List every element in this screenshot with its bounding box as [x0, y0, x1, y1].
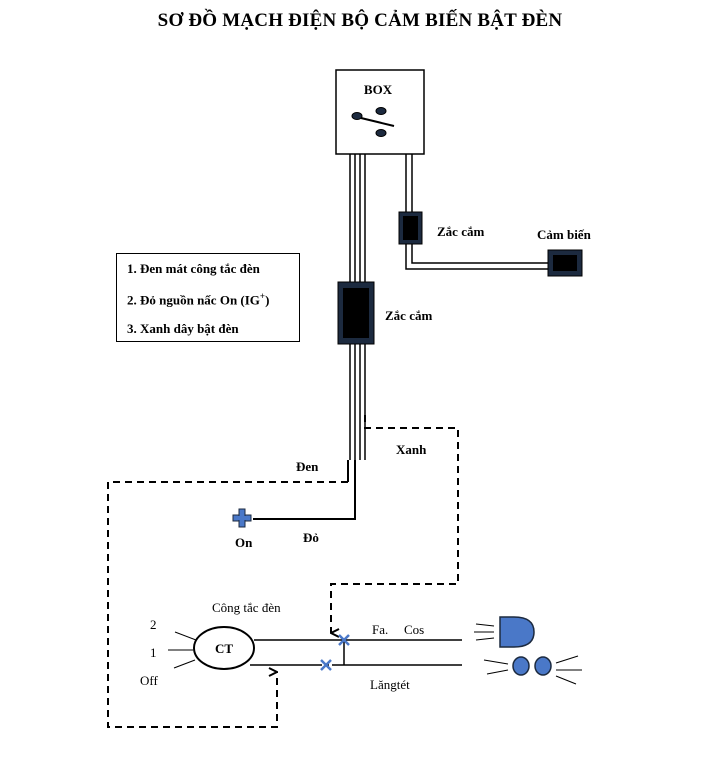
main-connector-label: Zắc cắm	[385, 308, 432, 323]
legend-item-2-close: )	[265, 292, 270, 308]
legend-item-1-text: 1. Đen mát công tắc đèn	[127, 261, 260, 276]
switch-pos-off: Off	[140, 673, 158, 688]
parking-lamp-icon	[483, 655, 582, 685]
junction-x-icon	[320, 659, 332, 671]
relay-switch-arm	[360, 117, 395, 127]
switch-position-ticks	[168, 631, 197, 669]
legend-item-2-sup: +	[259, 291, 266, 301]
sensor-label: Cảm biến	[537, 227, 592, 242]
upper-connector-label: Zắc cắm	[437, 224, 484, 239]
power-label: On	[235, 535, 253, 550]
switch-ct-label: CT	[215, 641, 233, 656]
lamp-cos-label: Cos	[404, 622, 424, 637]
sensor-wire	[405, 154, 551, 270]
legend-item-3: 3. Xanh dây bật đèn	[127, 322, 299, 352]
legend-item-1: 1. Đen mát công tắc đèn	[127, 262, 299, 292]
output-wires	[349, 344, 366, 460]
switch-title: Công tắc đèn	[212, 600, 281, 615]
lamp-fa-label: Fa.	[372, 622, 388, 637]
upper-connector	[398, 211, 423, 245]
relay-contact-icon	[375, 129, 387, 137]
switch-pos-1: 1	[150, 645, 157, 660]
sensor	[547, 249, 583, 277]
wire-legend: 1. Đen mát công tắc đèn 2. Đỏ nguồn nấc …	[116, 253, 300, 342]
lamp-langtet-label: Lăngtét	[370, 677, 410, 692]
red-wire-label: Đỏ	[303, 530, 319, 545]
legend-item-3-text: 3. Xanh dây bật đèn	[127, 321, 239, 336]
main-connector	[337, 281, 375, 345]
box-label: BOX	[364, 82, 393, 97]
switch-pos-2: 2	[150, 617, 157, 632]
black-wire-label: Đen	[296, 459, 319, 474]
red-wire	[253, 460, 356, 520]
page-title: SƠ ĐỒ MẠCH ĐIỆN BỘ CẢM BIẾN BẬT ĐÈN	[157, 10, 563, 31]
legend-item-2: 2. Đỏ nguồn nấc On (IG+)	[127, 292, 299, 322]
black-wire	[107, 460, 349, 728]
lamp-lines	[250, 639, 462, 666]
relay-contact-icon	[351, 112, 363, 120]
relay-box: BOX	[335, 69, 425, 155]
legend-item-2-text: 2. Đỏ nguồn nấc On (IG	[127, 292, 260, 308]
green-wire	[330, 415, 459, 633]
light-switch	[193, 626, 255, 670]
junction-x-icon	[338, 634, 350, 646]
wire-bundle	[349, 154, 366, 285]
relay-contact-icon	[375, 107, 387, 115]
plus-icon	[232, 508, 252, 528]
green-wire-label: Xanh	[396, 442, 427, 457]
headlamp-icon	[474, 616, 535, 648]
